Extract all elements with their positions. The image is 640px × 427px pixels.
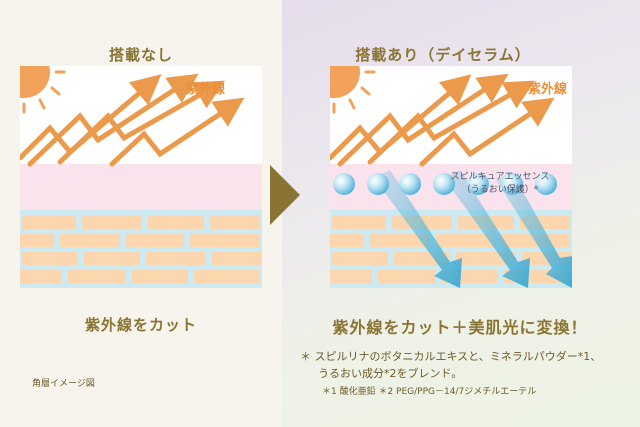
left-diagram [20, 66, 262, 288]
ingredient-note-line2: うるおい成分*2をブレンド。 [318, 367, 463, 380]
surface-layer [20, 164, 262, 210]
right-diagram [330, 66, 572, 288]
sun-icon [330, 66, 376, 114]
essence-label: スピルキュアエッセンス （うるおい保護）* [430, 171, 570, 197]
chevron-right-icon [270, 165, 300, 225]
sun-icon [20, 66, 66, 114]
essence-label-line1: スピルキュアエッセンス [450, 172, 550, 182]
right-uv-label: 紫外線 [528, 82, 568, 97]
ingredient-note-line1: ＊ スピルリナのボタニカルエキスと、ミネラルパウダー*1、 [300, 350, 602, 363]
stratum-corneum [20, 210, 262, 288]
converted-light-arrows [374, 170, 572, 288]
figure-label: 角層イメージ図 [32, 379, 95, 389]
essence-label-line2: （うるおい保護）* [461, 185, 539, 195]
left-heading: 搭載なし [108, 46, 173, 64]
right-heading: 搭載あり（デイセラム） [355, 46, 531, 64]
uv-arrows [330, 73, 555, 167]
left-uv-label: 紫外線 [186, 82, 226, 97]
essence-bead-icon [333, 173, 557, 195]
right-uv-svg [330, 66, 572, 288]
uv-arrows [20, 73, 245, 167]
right-caption: 紫外線をカット＋美肌光に変換！ [332, 318, 588, 337]
left-uv-svg [20, 66, 245, 167]
footnote: ＊1 酸化亜鉛 ＊2 PEG/PPG－14/7ジメチルエーテル [322, 387, 537, 397]
left-caption: 紫外線をカット [84, 316, 197, 334]
